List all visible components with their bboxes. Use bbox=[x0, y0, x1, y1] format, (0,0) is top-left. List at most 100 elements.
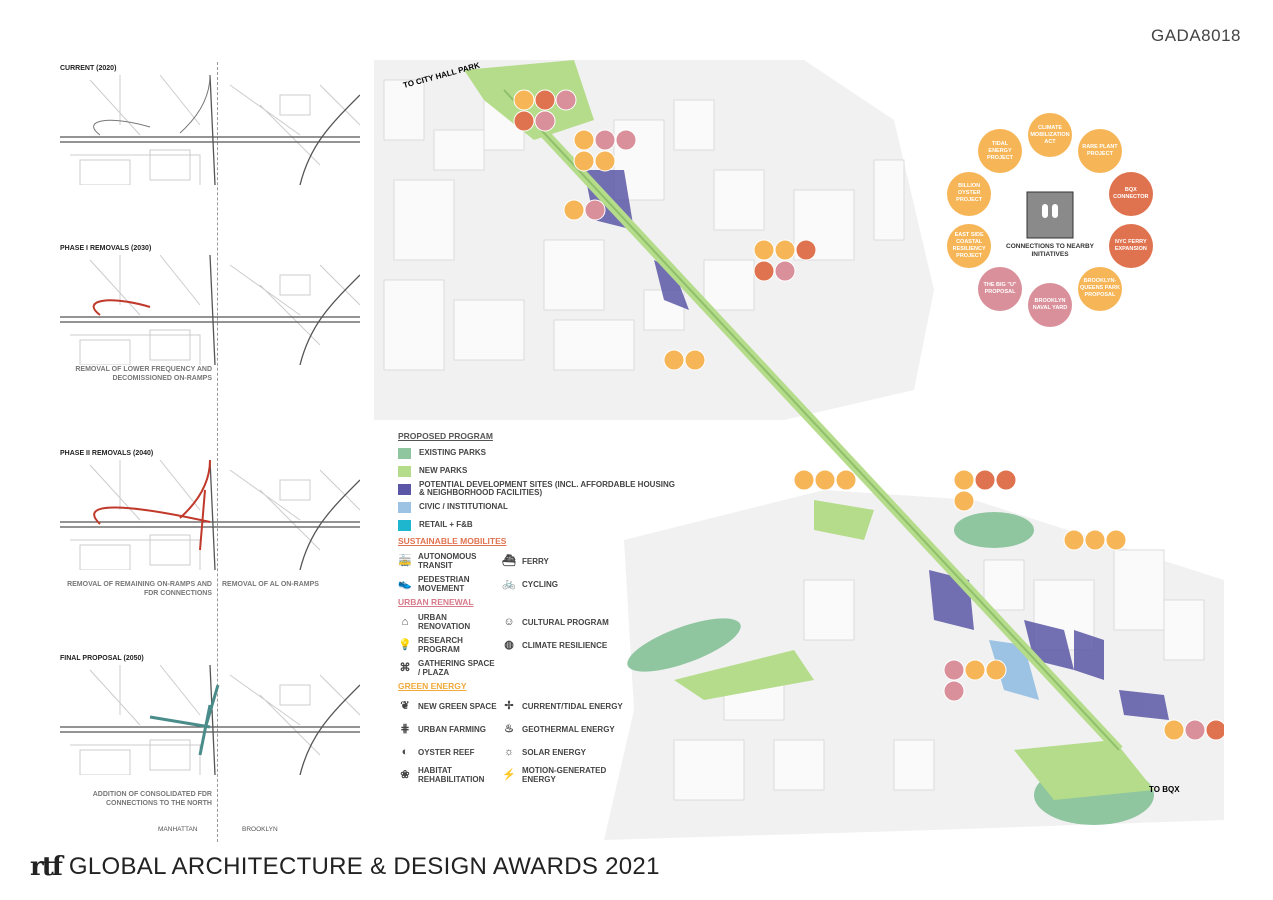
program-icon-bubble bbox=[974, 469, 996, 491]
legend-item: 🚋 AUTONOMOUS TRANSIT bbox=[398, 551, 498, 571]
initiative-bubble: CLIMATE MOBILIZATION ACT bbox=[1028, 113, 1072, 157]
program-icon-bubble bbox=[1084, 529, 1106, 551]
legend-label: GEOTHERMAL ENERGY bbox=[522, 724, 615, 734]
legend-label: SOLAR ENERGY bbox=[522, 747, 587, 757]
initiative-label: NYC FERRY EXPANSION bbox=[1114, 239, 1147, 253]
legend-swatch bbox=[398, 447, 411, 459]
legend-label: URBAN RENOVATION bbox=[418, 613, 471, 631]
legend-label: POTENTIAL DEVELOPMENT SITES (INCL. AFFOR… bbox=[419, 480, 676, 497]
program-icon-bubble bbox=[563, 199, 585, 221]
legend-label: CULTURAL PROGRAM bbox=[522, 617, 609, 627]
program-icon-bubble bbox=[513, 110, 535, 132]
initiative-label: RARE PLANT PROJECT bbox=[1082, 144, 1118, 158]
phase-title: PHASE II REMOVALS (2040) bbox=[60, 450, 154, 457]
lightbulb-icon: 💡 bbox=[398, 638, 412, 651]
initiative-bubble: EAST SIDE COASTAL RESILIENCY PROJECT bbox=[947, 224, 992, 269]
legend-item: ❀HABITAT REHABILITATION bbox=[398, 765, 498, 785]
initiative-bubble: NYC FERRY EXPANSION bbox=[1108, 224, 1153, 269]
legend-energy-title: GREEN ENERGY bbox=[398, 681, 467, 691]
phase-caption: REMOVAL OF LOWER FREQUENCY AND DECOMISSI… bbox=[75, 366, 212, 382]
legend-label: CYCLING bbox=[522, 579, 558, 589]
legend-label: RETAIL + F&B bbox=[419, 520, 473, 529]
legend-item: 💡 RESEARCH PROGRAM bbox=[398, 635, 498, 655]
phase-road-diagram bbox=[60, 75, 360, 185]
rtf-logo: rtf bbox=[30, 852, 63, 882]
people-icon: ☺ bbox=[503, 615, 515, 628]
program-icon-bubble bbox=[964, 659, 986, 681]
legend-swatch bbox=[398, 501, 411, 513]
initiative-bubble: RARE PLANT PROJECT bbox=[1077, 129, 1122, 174]
program-icon-bubble bbox=[534, 89, 556, 111]
program-icon-bubble bbox=[943, 680, 965, 702]
house-icon: ⌂ bbox=[401, 615, 409, 628]
project-code: GADA8018 bbox=[1151, 26, 1241, 45]
legend-item: ❦ NEW GREEN SPACE bbox=[398, 696, 498, 716]
legend-label: CLIMATE RESILIENCE bbox=[522, 640, 608, 650]
program-icon-bubble bbox=[513, 89, 535, 111]
legend-label: URBAN FARMING bbox=[418, 724, 486, 734]
oyster-icon: ◐ bbox=[401, 745, 409, 758]
program-icon-bubble bbox=[793, 469, 815, 491]
program-icon-bubble bbox=[1105, 529, 1127, 551]
program-icon-bubble bbox=[943, 659, 965, 681]
phase-road-diagram bbox=[60, 460, 360, 570]
legend-renewal-title: URBAN RENEWAL bbox=[398, 597, 474, 607]
legend-program-title: PROPOSED PROGRAM bbox=[398, 431, 493, 441]
program-icon-bubble bbox=[985, 659, 1007, 681]
legend-item: ◐ OYSTER REEF bbox=[398, 742, 498, 762]
program-icon-bubble bbox=[1184, 719, 1206, 741]
globe-icon: ◍ bbox=[504, 638, 514, 651]
legend-item: CIVIC / INSTITUTIONAL bbox=[398, 500, 678, 514]
program-icon-bubble bbox=[573, 150, 595, 172]
plaza-icon: ⌘ bbox=[399, 661, 411, 674]
legend-item: ◍ CLIMATE RESILIENCE bbox=[502, 635, 632, 655]
legend-swatch bbox=[398, 519, 411, 531]
leaf-icon: ❦ bbox=[400, 699, 410, 712]
program-icon-bubble bbox=[594, 129, 616, 151]
phase-road-diagram bbox=[60, 255, 360, 365]
phase-caption: REMOVAL OF REMAINING ON-RAMPS AND FDR CO… bbox=[67, 581, 212, 597]
program-icon-bubble bbox=[1205, 719, 1224, 741]
legend-item: EXISTING PARKS bbox=[398, 446, 678, 460]
legend-item: 👟PEDESTRIAN MOVEMENT bbox=[398, 574, 498, 594]
turbine-icon: ✢ bbox=[504, 699, 514, 712]
program-icon-bubble bbox=[835, 469, 857, 491]
initiative-bubble: BQX CONNECTOR bbox=[1108, 171, 1153, 216]
program-icon-bubble bbox=[953, 490, 975, 512]
initiative-label: BILLION OYSTER PROJECT bbox=[956, 183, 983, 204]
label-brooklyn: BROOKLYN bbox=[242, 826, 278, 833]
program-icon-bubble bbox=[953, 469, 975, 491]
motion-icon: ⚡ bbox=[502, 768, 516, 781]
legend-item: ⚡MOTION-GENERATED ENERGY bbox=[502, 765, 632, 785]
legend-label: OYSTER REEF bbox=[418, 747, 475, 757]
program-icon-bubbles bbox=[513, 89, 1224, 741]
program-icon-bubble bbox=[753, 260, 775, 282]
legend-label: AUTONOMOUS TRANSIT bbox=[418, 552, 477, 570]
nearby-initiatives-diagram: CONNECTIONS TO NEARBY INITIATIVES CLIMAT… bbox=[935, 113, 1165, 335]
legend-item: ⌂ URBAN RENOVATION bbox=[398, 612, 498, 632]
initiative-label: BROOKLYN NAVAL YARD bbox=[1032, 298, 1068, 311]
legend-item: 🚲CYCLING bbox=[502, 574, 632, 594]
program-icon-bubble bbox=[555, 89, 577, 111]
tram-icon: 🚋 bbox=[398, 554, 412, 567]
ferry-icon: ⛴ bbox=[502, 554, 516, 567]
legend-swatch bbox=[398, 483, 411, 495]
legend-mobility-title: SUSTAINABLE MOBILITES bbox=[398, 536, 507, 546]
borough-divider bbox=[217, 62, 218, 842]
axonometric-map: TO CITY HALL PARK TO BQX bbox=[374, 60, 1224, 840]
legend-item: ⛴FERRY bbox=[502, 551, 632, 571]
program-icon-bubble bbox=[753, 239, 775, 261]
legend-item: ✢ CURRENT/TIDAL ENERGY bbox=[502, 696, 632, 716]
phase-road-diagram bbox=[60, 665, 360, 775]
shoe-icon: 👟 bbox=[398, 577, 412, 590]
phase-caption-brooklyn: REMOVAL OF AL ON-RAMPS bbox=[222, 581, 319, 588]
legend-label: CURRENT/TIDAL ENERGY bbox=[522, 701, 623, 711]
legend-item: RETAIL + F&B bbox=[398, 518, 678, 532]
phase-title: CURRENT (2020) bbox=[60, 65, 117, 72]
legend-item: ⋕URBAN FARMING bbox=[398, 719, 498, 739]
program-icon-bubble bbox=[573, 129, 595, 151]
initiative-label: CLIMATE MOBILIZATION ACT bbox=[1030, 124, 1070, 145]
legend-label: RESEARCH PROGRAM bbox=[418, 636, 463, 654]
initiative-label: BQX CONNECTOR bbox=[1113, 186, 1149, 200]
legend-label: NEW GREEN SPACE bbox=[418, 701, 497, 711]
